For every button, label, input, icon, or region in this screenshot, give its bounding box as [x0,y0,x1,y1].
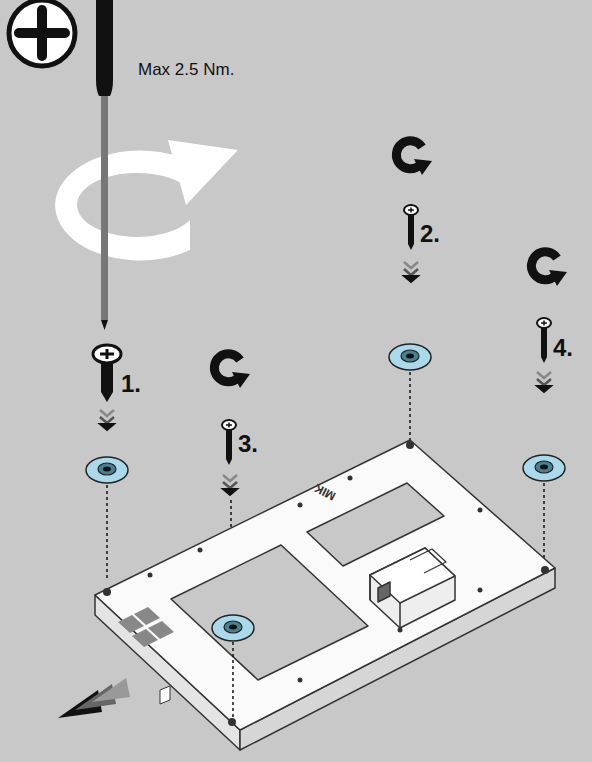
phillips-icon [9,0,75,66]
callout-number: 3. [238,432,258,456]
callout-number: 4. [553,336,573,360]
screwdriver [101,95,108,320]
torque-note: Max 2.5 Nm. [138,61,234,78]
callout-number: 1. [121,372,141,396]
mounting-plate [95,440,555,750]
screw [93,345,121,363]
rotation-arrow [55,150,190,260]
callout-number: 2. [420,222,440,246]
